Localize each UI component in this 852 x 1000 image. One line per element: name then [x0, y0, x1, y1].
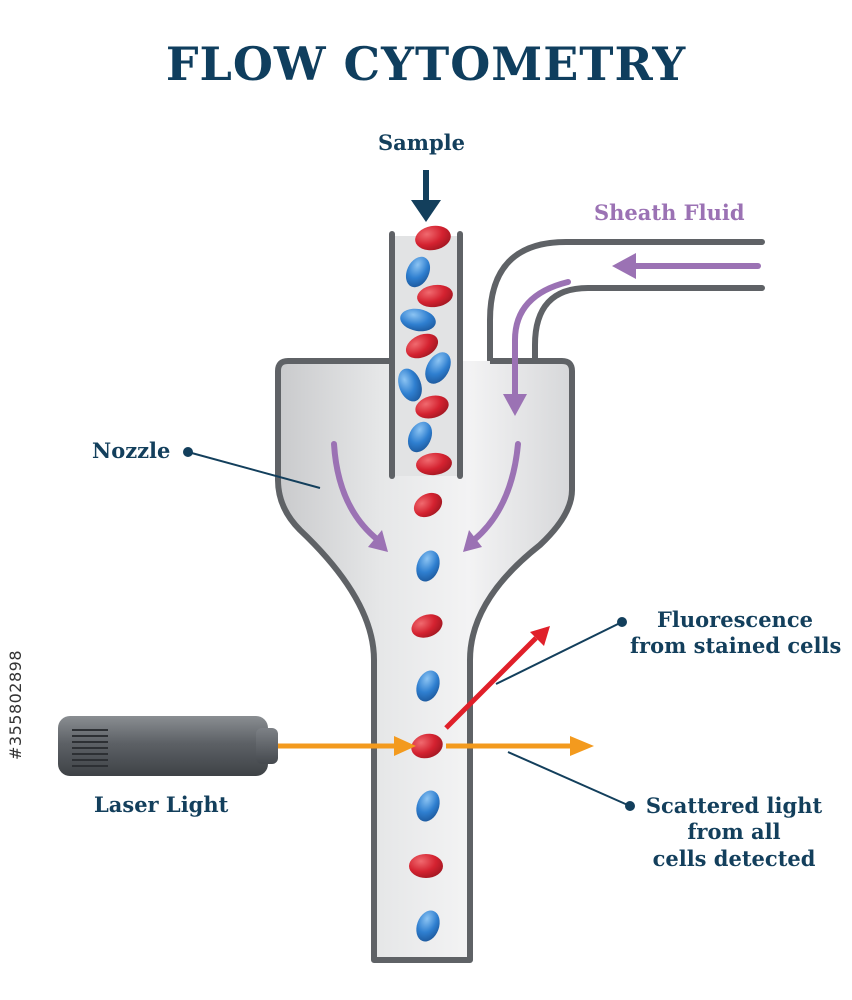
scattered-light-label: Scattered light from all cells detected: [636, 793, 832, 872]
blue-cell: [416, 910, 440, 942]
red-cell: [405, 333, 439, 359]
fluorescence-label-line-1: Fluorescence: [657, 607, 813, 632]
red-cell: [415, 395, 449, 419]
stock-id: #355802898: [6, 649, 25, 760]
red-cell: [417, 284, 453, 308]
callout-lines: [183, 447, 635, 811]
blue-cell: [416, 550, 440, 582]
laser-beam: [278, 736, 416, 756]
sheath-fluid-pipe: [487, 239, 765, 365]
fluorescence-arrow: [444, 626, 550, 730]
blue-cell: [416, 670, 440, 702]
red-cell: [416, 452, 452, 476]
nozzle-label: Nozzle: [92, 438, 171, 463]
red-cell: [413, 492, 443, 518]
red-cell: [411, 614, 443, 638]
sample-label: Sample: [378, 130, 466, 155]
red-cell: [411, 733, 443, 759]
blue-cell: [425, 352, 451, 384]
fluorescence-label-line-2: from stained cells: [630, 633, 842, 659]
red-cell: [409, 854, 443, 878]
laser-device: [58, 716, 278, 776]
scattered-label-line-2: from all: [687, 819, 781, 845]
red-cell: [415, 225, 451, 251]
blue-cell: [407, 421, 433, 453]
scattered-label-line-1: Scattered light: [645, 793, 823, 818]
sheath-arrowheads: [368, 253, 636, 552]
sheath-fluid-label: Sheath Fluid: [594, 200, 745, 225]
scattered-label-line-3: cells detected: [652, 845, 816, 871]
diagram-title: FLOW CYTOMETRY: [165, 37, 687, 91]
blue-cell: [400, 308, 436, 332]
blue-cell: [405, 256, 431, 288]
blue-cell: [398, 368, 422, 402]
scattered-light-beam: [446, 736, 594, 756]
sheath-arrows: [331, 263, 761, 543]
blue-cell: [416, 790, 440, 822]
fluorescence-label: Fluorescence from stained cells: [630, 607, 842, 660]
cells: [398, 225, 453, 942]
sample-arrow: [411, 170, 441, 222]
laser-light-label: Laser Light: [94, 792, 229, 817]
